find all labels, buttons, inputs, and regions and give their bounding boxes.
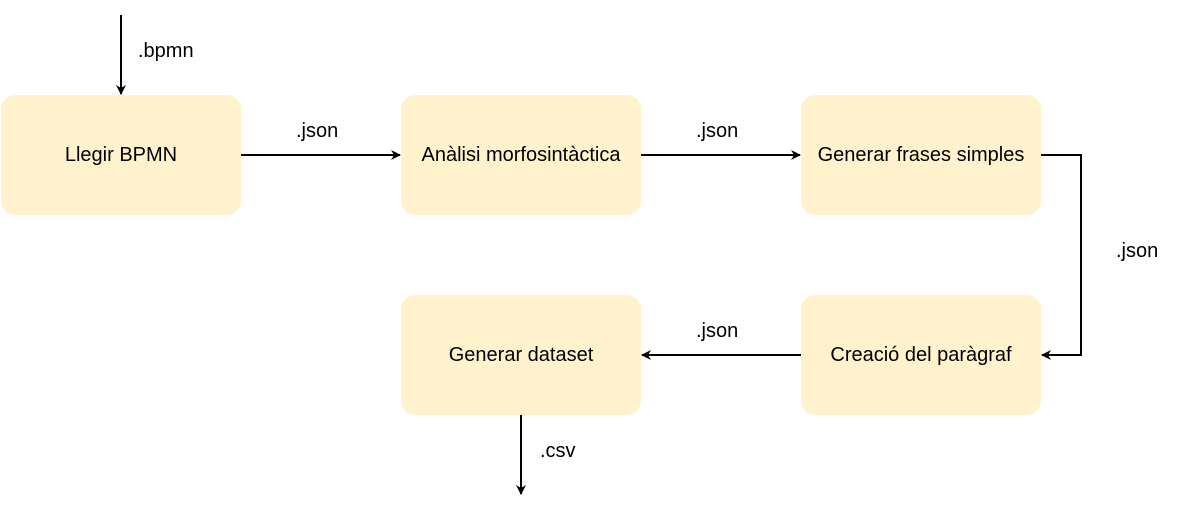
edge-label-llegir-analisi: .json bbox=[296, 120, 339, 142]
edge-label-frases-paragraf: .json bbox=[1116, 240, 1159, 262]
node-analisi-morfosintactica-label: Anàlisi morfosintàctica bbox=[421, 144, 621, 166]
node-llegir-bpmn-label: Llegir BPMN bbox=[64, 144, 178, 166]
edge-label-input: .bpmn bbox=[138, 40, 194, 62]
node-generar-frases-simples: Generar frases simples bbox=[801, 95, 1041, 215]
node-generar-dataset: Generar dataset bbox=[401, 295, 641, 415]
edge-label-analisi-frases: .json bbox=[696, 120, 739, 142]
node-generar-frases-simples-label: Generar frases simples bbox=[817, 144, 1025, 166]
frases-to-paragraf-arrow bbox=[1041, 154, 1082, 360]
node-llegir-bpmn: Llegir BPMN bbox=[1, 95, 241, 215]
node-creacio-paragraf: Creació del paràgraf bbox=[801, 295, 1041, 415]
edge-label-output: .csv bbox=[540, 440, 576, 462]
node-generar-dataset-label: Generar dataset bbox=[448, 344, 594, 366]
edge-label-paragraf-dataset: .json bbox=[696, 320, 739, 342]
node-creacio-paragraf-label: Creació del paràgraf bbox=[830, 344, 1012, 366]
node-analisi-morfosintactica: Anàlisi morfosintàctica bbox=[401, 95, 641, 215]
